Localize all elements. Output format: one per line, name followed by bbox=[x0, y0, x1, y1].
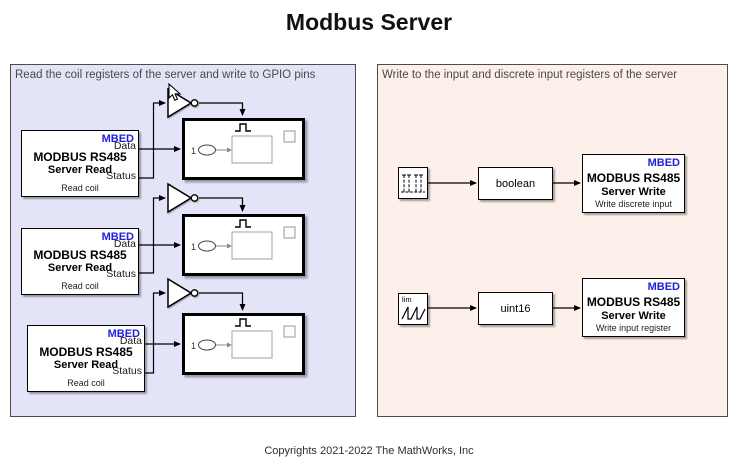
wire-not-to-trigger-3[interactable] bbox=[199, 292, 246, 311]
block-function-label: Read coil bbox=[61, 183, 99, 193]
inport-number: 1 bbox=[191, 146, 196, 156]
inport-number: 1 bbox=[191, 242, 196, 252]
modbus-server-read-block-1[interactable]: MBED Data MODBUS RS485 Server Read Statu… bbox=[21, 130, 139, 197]
trigger-port-icon bbox=[235, 123, 251, 132]
block-function-label: Read coil bbox=[61, 281, 99, 291]
copyright-text: Copyrights 2021-2022 The MathWorks, Inc bbox=[264, 445, 474, 457]
block-function-label: Write input register bbox=[595, 323, 672, 333]
mouse-cursor-icon bbox=[168, 83, 182, 102]
block-subtitle: Server Read bbox=[47, 262, 113, 274]
source-label: lim bbox=[402, 295, 412, 304]
inner-block-icon bbox=[231, 231, 273, 260]
block-subtitle: Server Write bbox=[601, 186, 666, 198]
uint16-conversion-block[interactable]: uint16 bbox=[478, 292, 553, 325]
inner-arrow-icon bbox=[227, 342, 232, 348]
block-title: MODBUS RS485 bbox=[33, 150, 127, 164]
block-subtitle: Server Read bbox=[53, 359, 119, 371]
inner-block-icon bbox=[231, 135, 273, 164]
inner-arrow-icon bbox=[227, 243, 232, 249]
data-port-label: Data bbox=[119, 335, 142, 347]
right-region-label: Write to the input and discrete input re… bbox=[382, 69, 678, 81]
block-title: MODBUS RS485 bbox=[586, 171, 681, 185]
block-function-label: Read coil bbox=[67, 378, 105, 388]
wire-status-to-not-3[interactable] bbox=[145, 290, 166, 374]
outport-square-icon bbox=[283, 226, 296, 239]
status-port-label: Status bbox=[106, 170, 136, 182]
boolean-conversion-block[interactable]: boolean bbox=[478, 167, 553, 200]
left-region-label: Read the coil registers of the server an… bbox=[15, 69, 316, 81]
block-subtitle: Server Write bbox=[601, 310, 666, 322]
triggered-subsystem-3[interactable]: 1 bbox=[182, 313, 305, 375]
wire-not-to-trigger-2[interactable] bbox=[199, 197, 246, 212]
status-port-label: Status bbox=[106, 268, 136, 280]
modbus-server-read-block-3[interactable]: MBED Data MODBUS RS485 Server Read Statu… bbox=[27, 325, 145, 392]
mbed-tag: MBED bbox=[101, 231, 134, 243]
page-title: Modbus Server bbox=[285, 9, 453, 35]
block-subtitle: Server Read bbox=[47, 164, 113, 176]
block-title: MODBUS RS485 bbox=[586, 295, 681, 309]
modbus-server-read-block-2[interactable]: MBED Data MODBUS RS485 Server Read Statu… bbox=[21, 228, 139, 295]
inner-arrow-icon bbox=[227, 147, 232, 153]
block-function-label: Write discrete input bbox=[595, 199, 672, 209]
triggered-subsystem-1[interactable]: 1 bbox=[182, 118, 305, 180]
inport-oval-icon bbox=[198, 240, 216, 252]
inport-oval-icon bbox=[198, 144, 216, 156]
not-gate-icon[interactable] bbox=[164, 276, 201, 310]
conversion-type: uint16 bbox=[500, 302, 531, 315]
inport-number: 1 bbox=[191, 341, 196, 351]
block-title: MODBUS RS485 bbox=[39, 345, 133, 359]
pulse-train-icon bbox=[401, 174, 425, 193]
mbed-tag: MBED bbox=[647, 157, 680, 169]
wire-status-to-not-1[interactable] bbox=[139, 100, 166, 179]
limited-counter-icon bbox=[401, 306, 426, 320]
conversion-type: boolean bbox=[495, 177, 536, 190]
outport-square-icon bbox=[283, 130, 296, 143]
data-port-label: Data bbox=[113, 140, 136, 152]
wire-not-to-trigger-1[interactable] bbox=[199, 102, 246, 116]
inport-oval-icon bbox=[198, 339, 216, 351]
counter-limited-source-block[interactable]: lim bbox=[398, 293, 428, 325]
outport-square-icon bbox=[283, 325, 296, 338]
status-port-label: Status bbox=[112, 365, 142, 377]
right-annotation-region[interactable]: Write to the input and discrete input re… bbox=[377, 64, 728, 417]
wire-status-to-not-2[interactable] bbox=[139, 195, 166, 274]
trigger-port-icon bbox=[235, 318, 251, 327]
not-gate-icon[interactable] bbox=[164, 181, 201, 215]
triggered-subsystem-2[interactable]: 1 bbox=[182, 214, 305, 276]
mbed-tag: MBED bbox=[647, 281, 680, 293]
mbed-tag: MBED bbox=[107, 328, 140, 340]
data-port-label: Data bbox=[113, 238, 136, 250]
inner-block-icon bbox=[231, 330, 273, 359]
block-title: MODBUS RS485 bbox=[33, 248, 127, 262]
mbed-tag: MBED bbox=[101, 133, 134, 145]
pulse-source-block[interactable] bbox=[398, 167, 428, 199]
modbus-server-write-block-1[interactable]: MBED MODBUS RS485 Server Write Write dis… bbox=[582, 154, 685, 213]
trigger-port-icon bbox=[235, 219, 251, 228]
modbus-server-write-block-2[interactable]: MBED MODBUS RS485 Server Write Write inp… bbox=[582, 278, 685, 337]
